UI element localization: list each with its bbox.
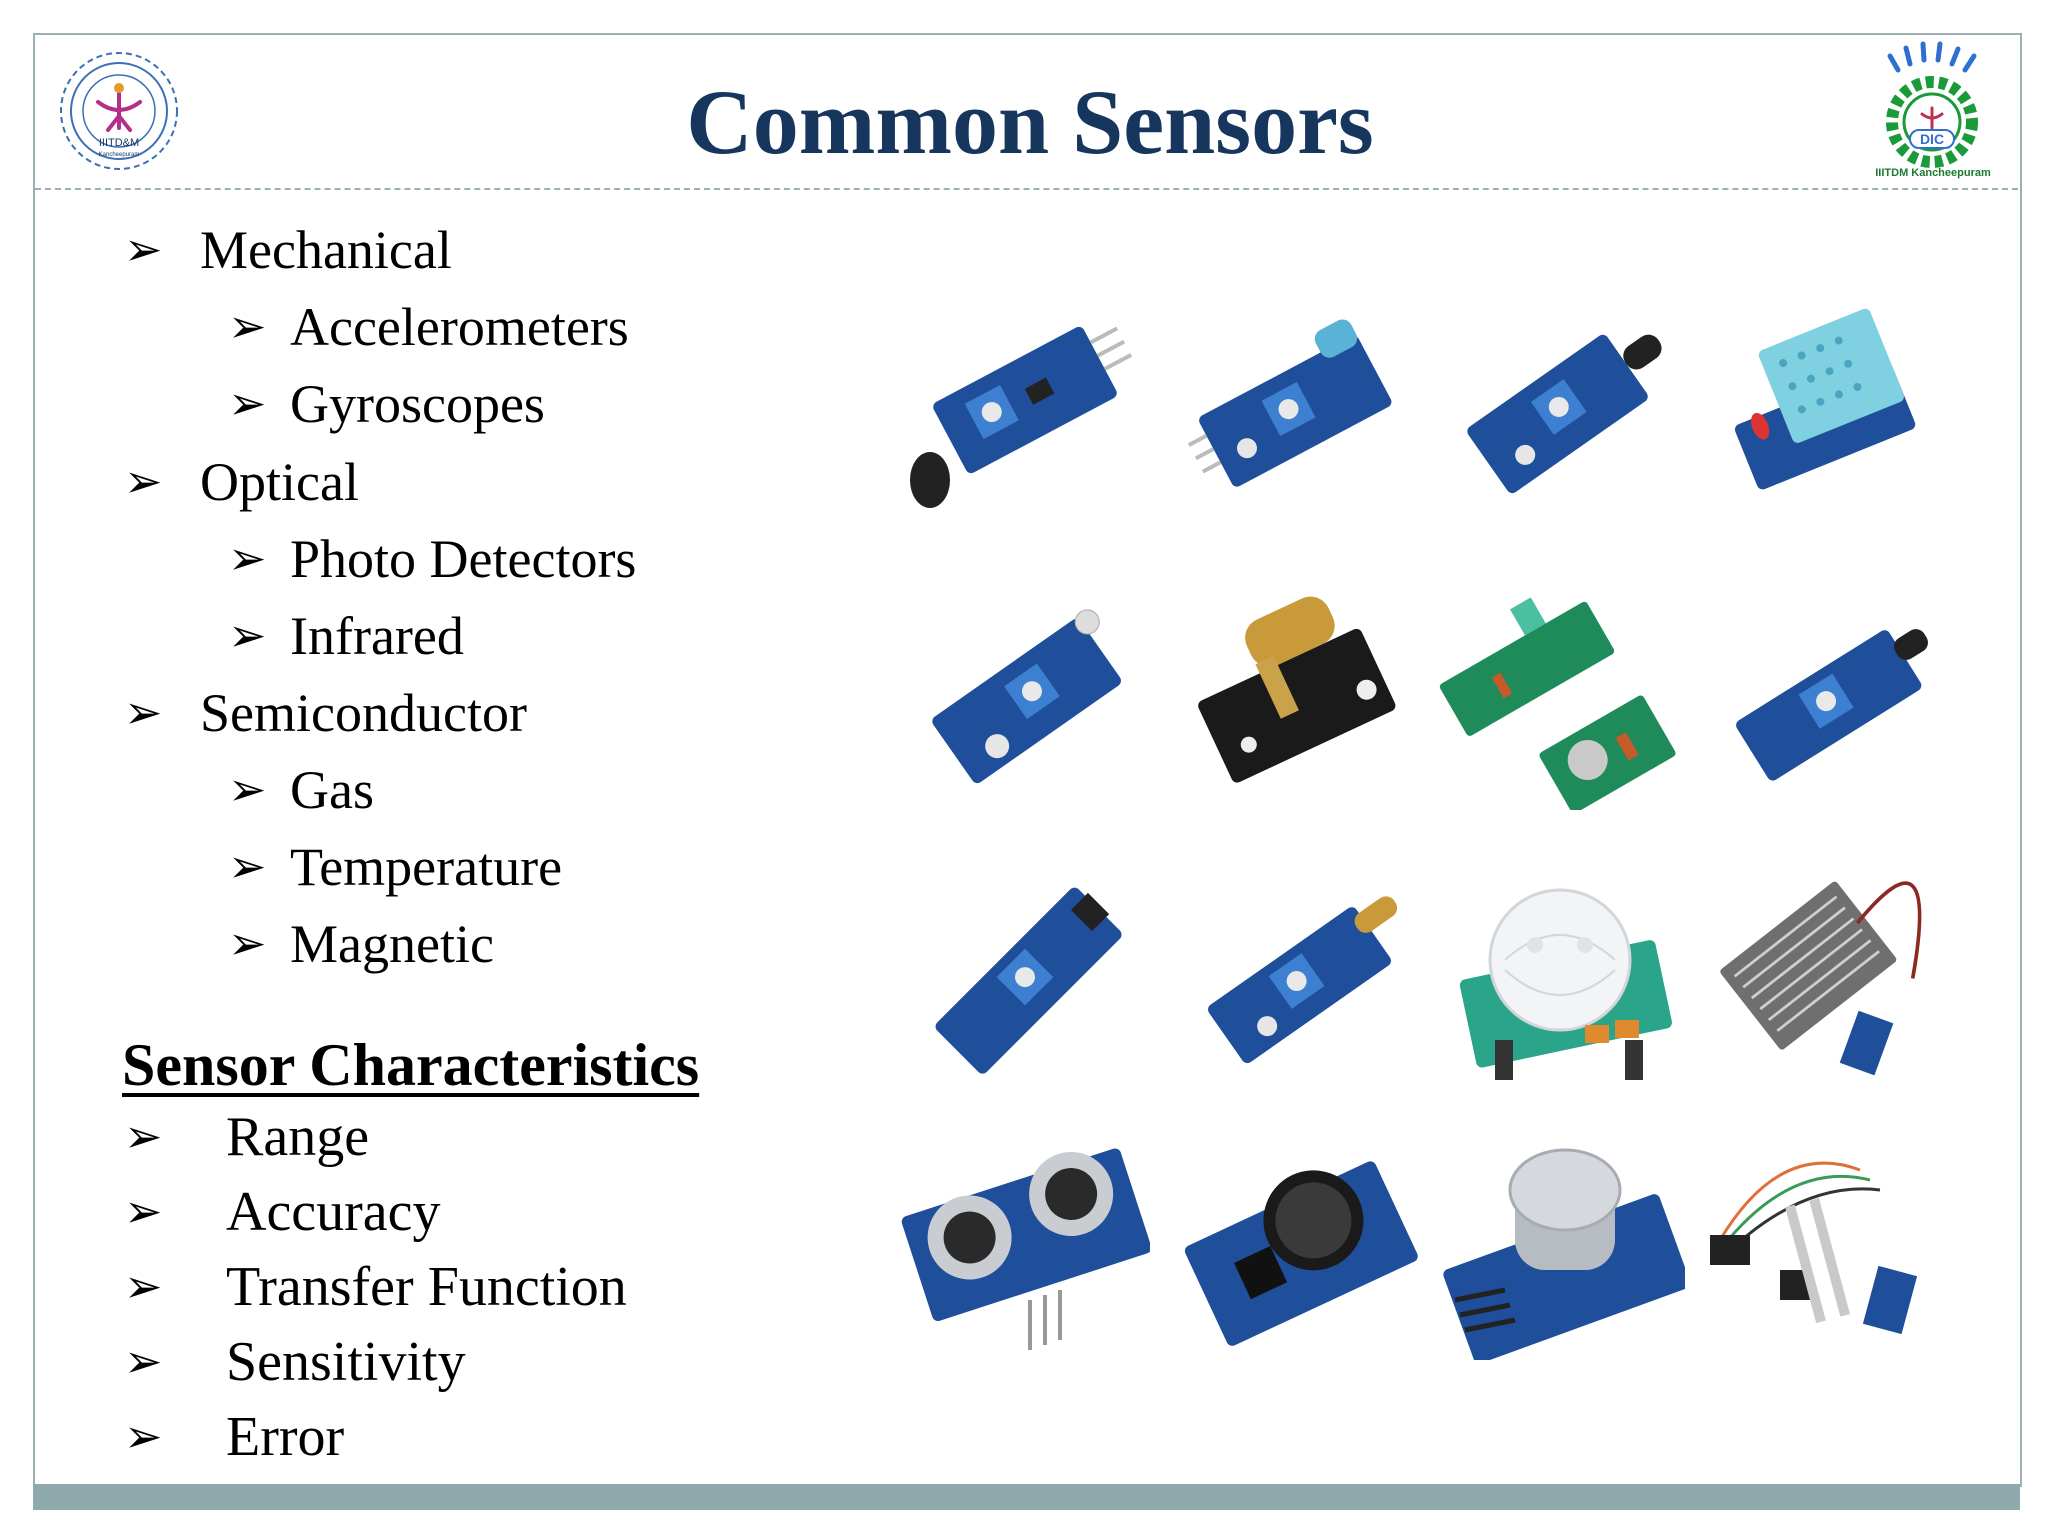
arrow-bullet-icon: ➢ xyxy=(228,533,267,584)
list-item-label: Sensitivity xyxy=(226,1331,466,1393)
arrow-bullet-icon: ➢ xyxy=(228,764,267,815)
list-item-label: Infrared xyxy=(290,606,464,666)
tilt-switch-module-icon xyxy=(1187,319,1392,487)
arrow-bullet-icon: ➢ xyxy=(228,301,267,352)
arrow-bullet-icon: ➢ xyxy=(124,456,163,507)
rain-sensor-module-icon xyxy=(1720,881,1922,1076)
arrow-bullet-icon: ➢ xyxy=(228,841,267,892)
sensor-modules-image xyxy=(900,280,2010,1380)
soil-moisture-sensor-icon xyxy=(1710,1161,1918,1335)
iiitdm-logo-icon: IIITD&M Kancheepuram xyxy=(60,52,178,170)
arrow-bullet-icon: ➢ xyxy=(124,1261,163,1312)
list-item-label: Accuracy xyxy=(226,1181,441,1243)
arrow-bullet-icon: ➢ xyxy=(228,378,267,429)
flame-sensor-module-icon xyxy=(1467,334,1662,494)
footer-bar xyxy=(33,1484,2020,1510)
left-logo-text: IIITD&M xyxy=(99,137,139,149)
right-logo-subtext: IIITDM Kancheepuram xyxy=(1875,167,1991,179)
arrow-bullet-icon: ➢ xyxy=(124,224,163,275)
ultrasonic-sensor-icon xyxy=(901,1148,1150,1350)
list-item-label: Gyroscopes xyxy=(290,374,545,434)
list-item-label: Mechanical xyxy=(200,220,452,280)
list-item-label: Range xyxy=(226,1106,370,1168)
arrow-bullet-icon: ➢ xyxy=(124,1111,163,1162)
list-item-label: Error xyxy=(226,1406,345,1468)
characteristics-heading: Sensor Characteristics xyxy=(122,1032,700,1098)
rtc-module-icon xyxy=(1184,1161,1418,1346)
photoresistor-module-icon xyxy=(932,609,1121,784)
vibration-sensor-module-icon xyxy=(1208,896,1398,1064)
header-divider xyxy=(35,188,2018,190)
gas-sensor-module-icon xyxy=(1443,1148,1685,1360)
arrow-bullet-icon: ➢ xyxy=(124,687,163,738)
list-item-label: Magnetic xyxy=(290,914,494,974)
list-item-label: Transfer Function xyxy=(226,1256,627,1318)
arrow-bullet-icon: ➢ xyxy=(228,610,267,661)
tracking-sensor-module-icon xyxy=(935,887,1122,1074)
left-logo-subtext: Kancheepuram xyxy=(99,152,140,158)
rf-receiver-transmitter-pair-icon xyxy=(1439,597,1676,810)
laser-module-icon xyxy=(1198,596,1396,783)
arrow-bullet-icon: ➢ xyxy=(124,1336,163,1387)
dic-logo-icon: DIC IIITDM Kancheepuram xyxy=(1875,41,1991,179)
list-item-label: Temperature xyxy=(290,837,563,897)
arrow-bullet-icon: ➢ xyxy=(124,1411,163,1462)
right-logo-text: DIC xyxy=(1920,131,1944,147)
list-item-label: Photo Detectors xyxy=(290,529,637,589)
dht11-module-icon xyxy=(1734,308,1916,490)
list-item-label: Optical xyxy=(200,452,359,512)
pir-motion-sensor-icon xyxy=(1459,888,1672,1080)
arrow-bullet-icon: ➢ xyxy=(124,1186,163,1237)
ir-sensor-module-icon xyxy=(1736,629,1928,781)
list-item-label: Gas xyxy=(290,760,374,820)
list-item-label: Accelerometers xyxy=(290,297,629,357)
sound-sensor-module-icon xyxy=(910,326,1133,508)
arrow-bullet-icon: ➢ xyxy=(228,918,267,969)
slide-title: Common Sensors xyxy=(686,71,1374,173)
list-item-label: Semiconductor xyxy=(200,683,527,743)
